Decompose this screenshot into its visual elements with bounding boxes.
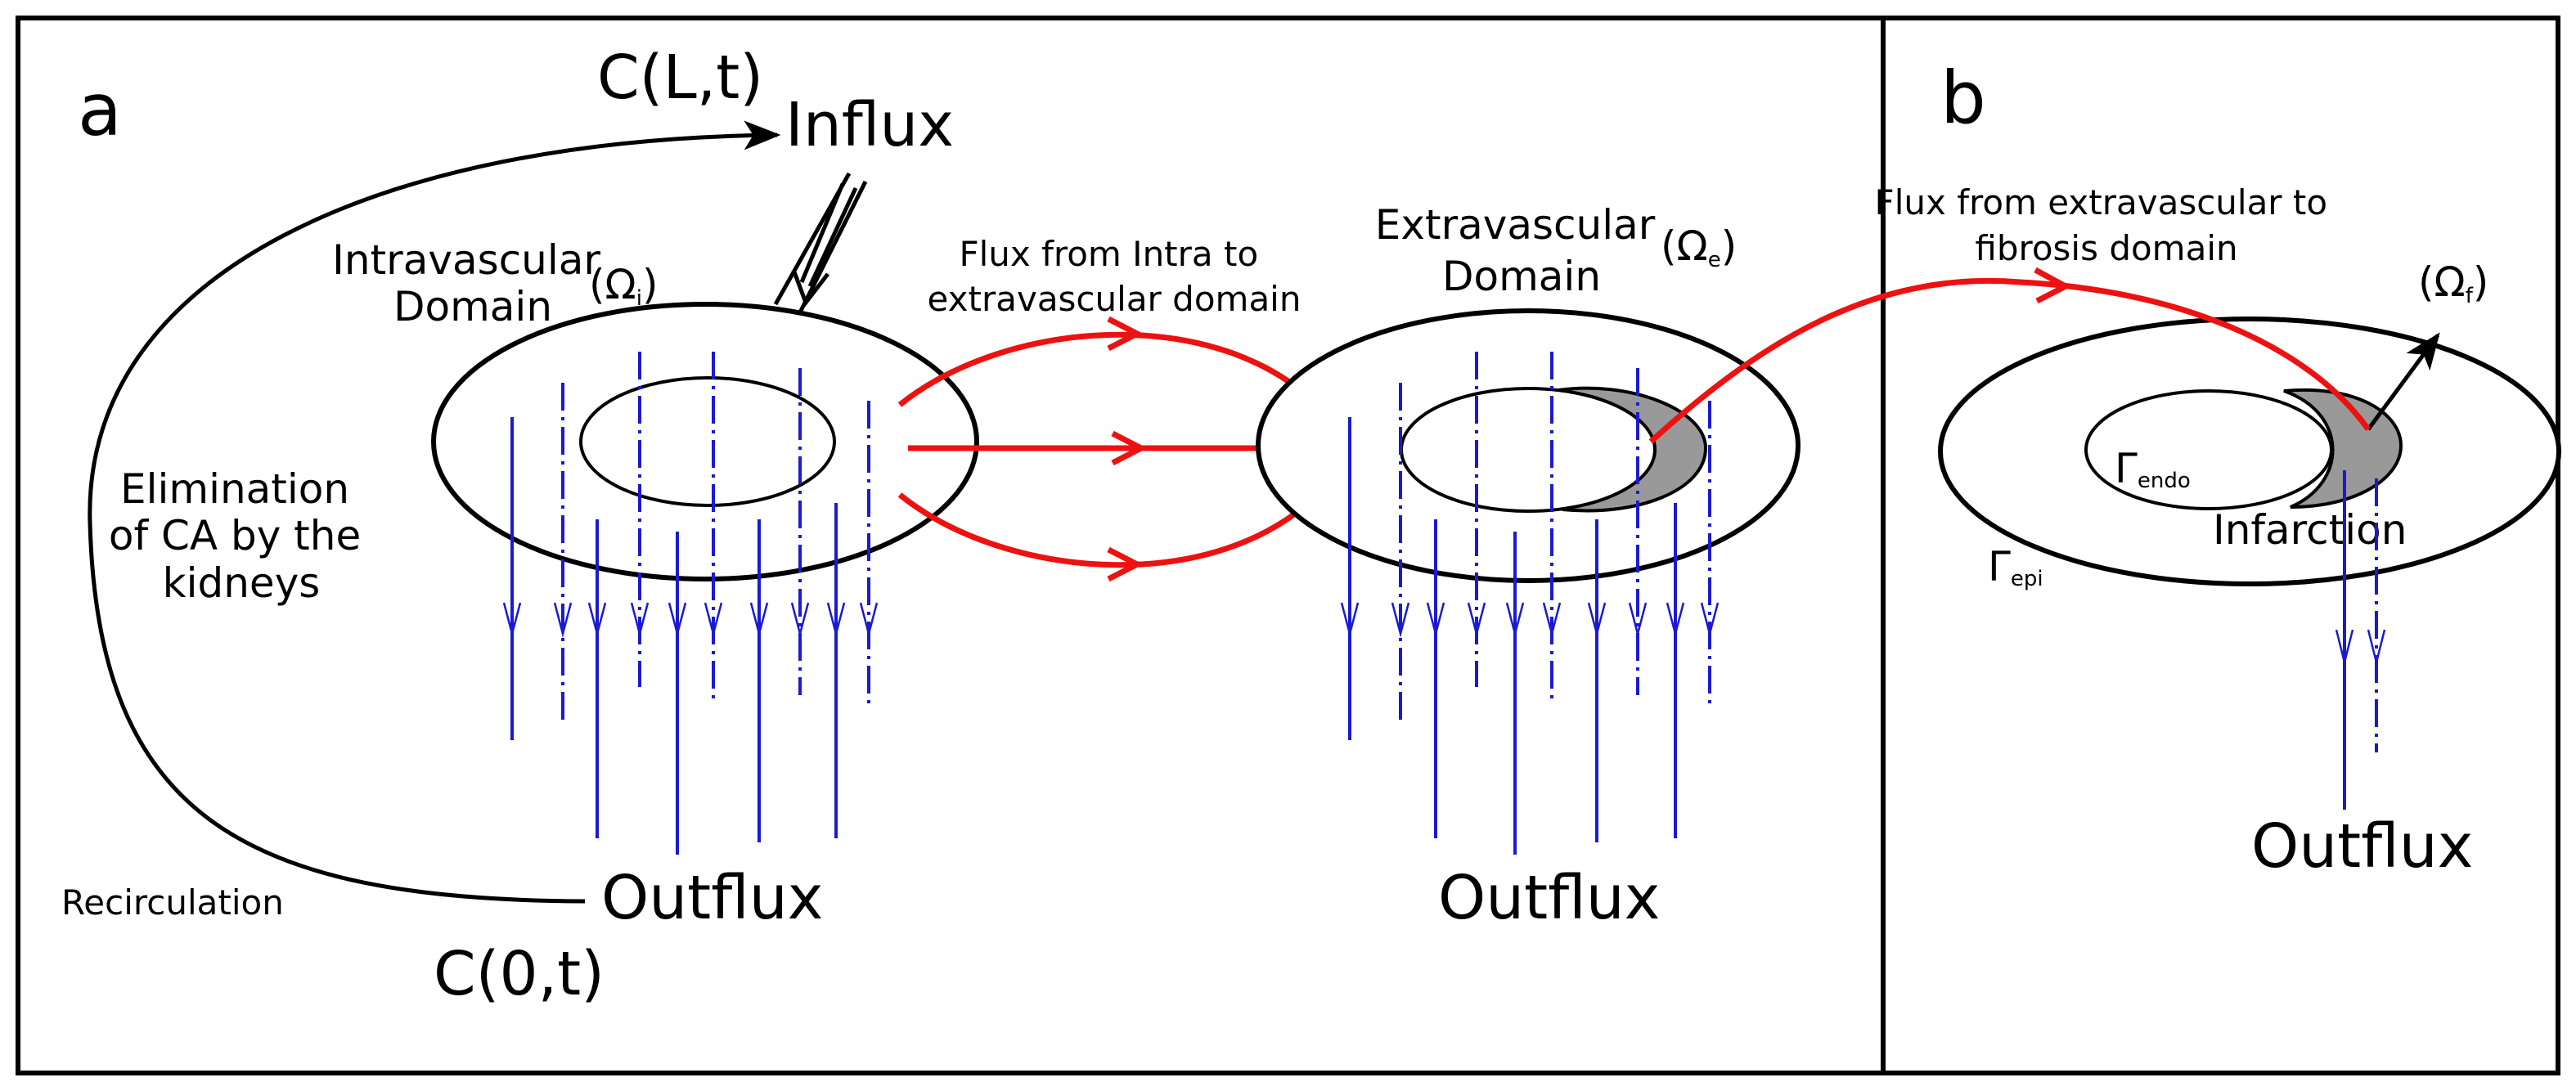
vessel-arrowhead	[826, 602, 846, 638]
omega-f-symbol: (Ωf)	[2418, 258, 2488, 308]
vessel-arrowhead	[630, 602, 650, 638]
infarction-label: Infarction	[2213, 506, 2407, 554]
vessel-arrowhead	[1467, 602, 1486, 638]
vessel-arrowhead	[790, 602, 810, 638]
flux-extra-fibrosis-label: Flux from extravascular to fibrosis doma…	[1875, 182, 2339, 268]
vessel-arrowhead	[1505, 602, 1525, 638]
inlet-concentration-label: C(L,t)	[597, 43, 763, 113]
vessel-arrowhead	[859, 602, 879, 638]
vessel-arrowhead	[553, 602, 573, 638]
intravascular-vessels	[502, 352, 879, 855]
extravascular-inner-ring	[1400, 387, 1657, 513]
extravascular-label: Extravascular Domain	[1375, 201, 1668, 300]
omega-i-symbol: (Ωi)	[589, 261, 658, 311]
figure-frame	[16, 16, 2560, 1075]
influx-arrow-icon	[773, 172, 868, 314]
intravascular-label: Intravascular Domain	[332, 236, 614, 330]
panel-a-letter: a	[78, 68, 122, 152]
omega-f-pointer	[2366, 332, 2440, 431]
vessel-arrowhead	[502, 602, 522, 638]
vessel-arrowhead	[668, 602, 687, 638]
panel-b: b Flux from extravascular to fibrosis do…	[1648, 56, 2561, 882]
flux-extra-fibrosis-arrow	[1648, 267, 2371, 444]
elimination-label: Elimination of CA by the kidneys	[109, 465, 374, 607]
fibrosis-vessels	[2335, 470, 2386, 810]
panel-a: a C(L,t) Influx C(0,t) Recirculation Eli…	[61, 43, 1801, 1009]
flux-intra-extra-label: Flux from Intra to extravascular domain	[928, 234, 1301, 319]
recirculation-label: Recirculation	[61, 882, 284, 923]
vessel-arrowhead	[587, 602, 607, 638]
vessel-arrowhead	[704, 602, 723, 638]
vessel-arrowhead	[1587, 602, 1607, 638]
gamma-endo-label: Γendo	[2115, 445, 2191, 493]
vessel-arrowhead	[1666, 602, 1685, 638]
vessel-arrowhead	[1700, 602, 1720, 638]
outflux-center-label: Outflux	[1438, 863, 1660, 933]
vessel-arrowhead	[1542, 602, 1562, 638]
panel-b-letter: b	[1940, 56, 1986, 140]
gamma-epi-label: Γepi	[1988, 543, 2043, 591]
outflux-left-label: Outflux	[601, 863, 823, 933]
recirculation-loop	[88, 120, 781, 904]
vessel-arrowhead	[749, 602, 769, 638]
vessel-arrowhead	[1340, 602, 1360, 638]
extravascular-vessels	[1340, 352, 1720, 855]
vessel-arrowhead	[1426, 602, 1445, 638]
intravascular-inner-ring	[579, 376, 836, 507]
fibrosis-inner-ring	[2084, 389, 2333, 510]
vessel-arrowhead	[1628, 602, 1648, 638]
vessel-arrowhead	[1391, 602, 1410, 638]
omega-e-symbol: (Ωe)	[1661, 222, 1737, 272]
influx-label: Influx	[785, 90, 954, 160]
flux-intra-extra-arrows	[897, 316, 1324, 582]
outlet-concentration-label: C(0,t)	[434, 939, 605, 1009]
outflux-right-label: Outflux	[2251, 811, 2473, 882]
